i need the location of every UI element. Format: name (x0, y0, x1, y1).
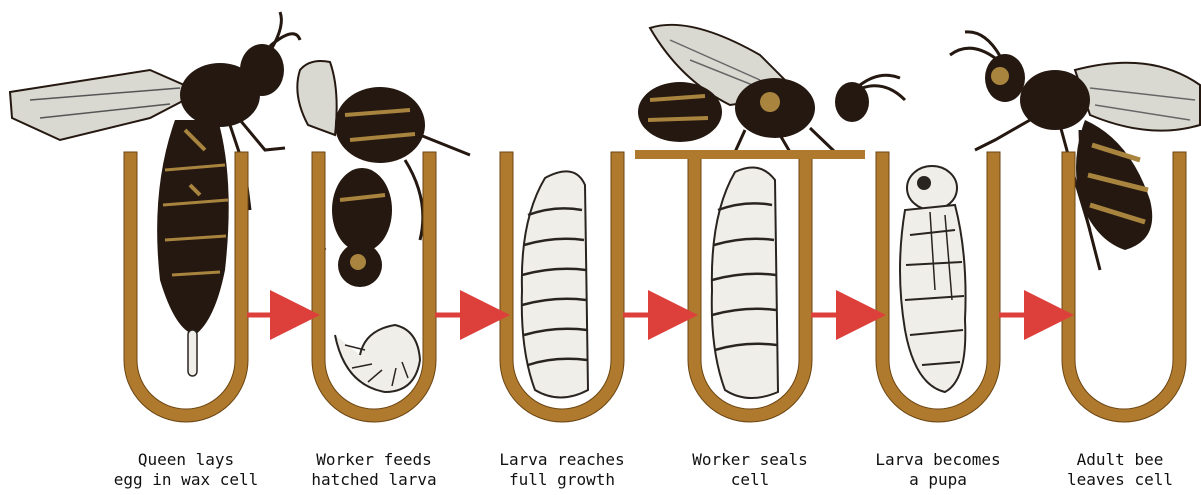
caption-line-1: Worker feeds (294, 450, 454, 470)
caption-line-2: a pupa (858, 470, 1018, 490)
caption-line-2: full growth (482, 470, 642, 490)
caption-stage-1: Queen lays egg in wax cell (106, 450, 266, 490)
caption-line-2: egg in wax cell (106, 470, 266, 490)
caption-stage-5: Larva becomes a pupa (858, 450, 1018, 490)
caption-line-2: hatched larva (294, 470, 454, 490)
pupa-icon (900, 166, 966, 392)
caption-stage-4: Worker seals cell (670, 450, 830, 490)
grown-larva-icon (522, 171, 588, 397)
caption-stage-6: Adult bee leaves cell (1040, 450, 1200, 490)
caption-line-1: Adult bee (1040, 450, 1200, 470)
caption-stage-3: Larva reaches full growth (482, 450, 642, 490)
queen-bee-icon (10, 12, 300, 376)
caption-line-2: leaves cell (1040, 470, 1200, 490)
caption-line-1: Worker seals (670, 450, 830, 470)
caption-line-1: Larva reaches (482, 450, 642, 470)
caption-stage-2: Worker feeds hatched larva (294, 450, 454, 490)
wax-seal-lid (635, 150, 865, 159)
caption-line-2: cell (670, 470, 830, 490)
worker-bee-sealing-icon (638, 25, 905, 398)
caption-line-1: Larva becomes (858, 450, 1018, 470)
caption-line-1: Queen lays (106, 450, 266, 470)
